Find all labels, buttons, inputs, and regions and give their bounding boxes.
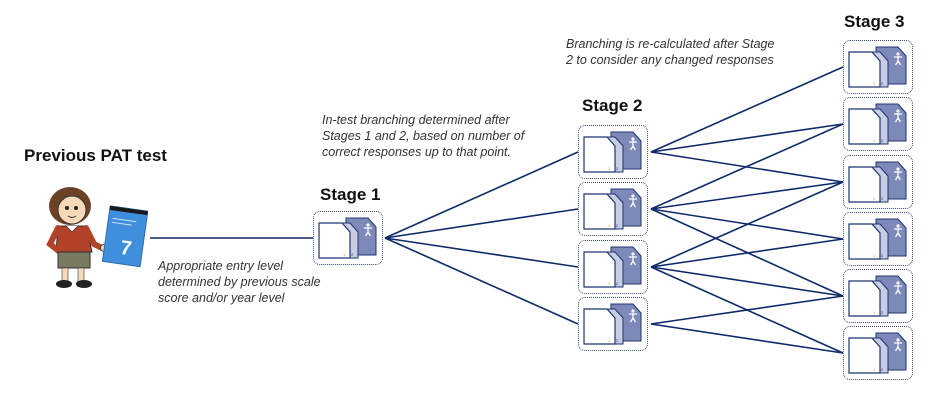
booklet-year-label: 7 xyxy=(119,237,133,260)
link-s2-3-s3-4 xyxy=(650,238,844,268)
person-icon xyxy=(364,223,372,237)
svg-text:2: 2 xyxy=(616,338,619,343)
svg-text:2: 2 xyxy=(881,367,884,372)
test-forms-icon: 21 xyxy=(583,246,642,288)
person-icon xyxy=(629,137,637,151)
test-forms-icon: 21 xyxy=(848,103,907,145)
person-icon xyxy=(894,281,902,295)
link-s2-1-s3-2 xyxy=(650,123,844,153)
person-icon xyxy=(894,109,902,123)
note-line: score and/or year level xyxy=(158,291,285,305)
svg-text:1: 1 xyxy=(873,196,876,201)
svg-text:2: 2 xyxy=(616,223,619,228)
svg-text:1: 1 xyxy=(873,310,876,315)
link-s1-1-s2-3 xyxy=(384,237,579,268)
svg-text:2: 2 xyxy=(616,281,619,286)
note-line: determined by previous scale xyxy=(158,275,321,289)
link-s2-2-s3-2 xyxy=(650,123,844,210)
person-icon xyxy=(894,338,902,352)
test-forms-icon: 21 xyxy=(318,217,377,259)
entry-level-note: Appropriate entry level determined by pr… xyxy=(158,258,321,306)
stage1-heading: Stage 1 xyxy=(320,185,381,204)
link-s2-1-s3-1 xyxy=(650,66,844,153)
svg-text:2: 2 xyxy=(881,138,884,143)
svg-text:2: 2 xyxy=(881,196,884,201)
stage3-heading: Stage 3 xyxy=(844,12,905,31)
test-forms-icon: 21 xyxy=(583,188,642,230)
link-s1-1-s2-2 xyxy=(384,208,579,239)
link-s2-3-s3-5 xyxy=(650,266,844,297)
link-s2-3-s3-3 xyxy=(650,181,844,268)
note-line: 2 to consider any changed responses xyxy=(566,53,774,67)
svg-text:2: 2 xyxy=(881,310,884,315)
link-s1-1-s2-1 xyxy=(384,151,579,239)
note-line: In-test branching determined after xyxy=(322,113,510,127)
recalculation-note: Branching is re-calculated after Stage 2… xyxy=(566,36,774,68)
person-icon xyxy=(894,52,902,66)
person-icon xyxy=(629,252,637,266)
shorts xyxy=(57,251,91,269)
student-illustration: 7 xyxy=(46,187,148,288)
person-icon xyxy=(629,194,637,208)
test-forms-icon: 21 xyxy=(848,275,907,317)
person-icon xyxy=(894,167,902,181)
person-icon xyxy=(894,224,902,238)
svg-text:1: 1 xyxy=(873,253,876,258)
svg-text:1: 1 xyxy=(608,338,611,343)
note-line: Branching is re-calculated after Stage xyxy=(566,37,775,51)
svg-text:1: 1 xyxy=(873,81,876,86)
person-icon xyxy=(629,309,637,323)
face xyxy=(57,195,87,225)
svg-text:2: 2 xyxy=(881,253,884,258)
test-forms-icon: 21 xyxy=(848,161,907,203)
svg-text:2: 2 xyxy=(881,81,884,86)
in-test-branching-note: In-test branching determined after Stage… xyxy=(322,112,524,160)
svg-text:2: 2 xyxy=(616,166,619,171)
note-line: Appropriate entry level xyxy=(158,259,284,273)
svg-text:2: 2 xyxy=(351,252,354,257)
previous-test-heading: Previous PAT test xyxy=(24,146,167,165)
svg-text:1: 1 xyxy=(608,281,611,286)
note-line: Stages 1 and 2, based on number of xyxy=(322,129,525,143)
link-s2-2-s3-3 xyxy=(650,181,844,210)
link-s2-4-s3-5 xyxy=(650,295,844,325)
link-s1-1-s2-4 xyxy=(384,237,579,325)
svg-text:1: 1 xyxy=(343,252,346,257)
test-forms-icon: 21 xyxy=(848,218,907,260)
test-forms-icon: 21 xyxy=(583,131,642,173)
svg-text:1: 1 xyxy=(608,223,611,228)
stage2-heading: Stage 2 xyxy=(582,96,643,115)
svg-text:1: 1 xyxy=(873,367,876,372)
svg-text:1: 1 xyxy=(873,138,876,143)
pat-booklet: 7 xyxy=(101,205,148,268)
test-forms-icon: 21 xyxy=(848,332,907,374)
svg-text:1: 1 xyxy=(608,166,611,171)
test-forms-icon: 21 xyxy=(583,303,642,345)
test-forms-icon: 21 xyxy=(848,46,907,88)
note-line: correct responses up to that point. xyxy=(322,145,511,159)
link-s2-4-s3-6 xyxy=(650,323,844,354)
